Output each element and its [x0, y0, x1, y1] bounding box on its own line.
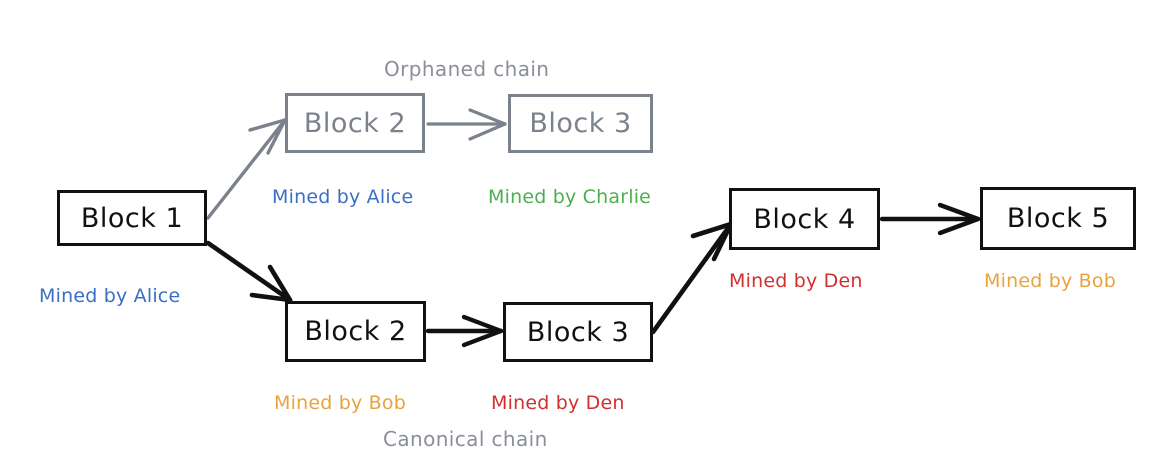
edge-canonical-block2-to-canonical-block3 [425, 314, 504, 348]
miner-label-orphaned-block-3: Mined by Charlie [488, 186, 652, 208]
block-node-label: Block 3 [529, 108, 632, 139]
miner-label-canonical-block-2: Mined by Bob [274, 392, 406, 414]
miner-label-block-5: Mined by Bob [984, 270, 1116, 292]
miner-label-block-1: Mined by Alice [39, 285, 181, 307]
canonical-chain-title: Canonical chain [383, 427, 548, 451]
edge-block1-to-orphaned-block2 [206, 118, 287, 220]
block-node-label: Block 2 [303, 107, 407, 139]
edge-block1-to-canonical-block2 [205, 240, 293, 303]
edge-orphaned-block2-to-orphaned-block3 [426, 108, 507, 141]
block-node-block-5[interactable]: Block 5 [980, 187, 1136, 250]
miner-label-orphaned-block-2: Mined by Alice [272, 186, 414, 208]
block-node-orphaned-block-3[interactable]: Block 3 [508, 94, 653, 153]
miner-label-canonical-block-3: Mined by Den [491, 392, 625, 414]
block-node-canonical-block-2[interactable]: Block 2 [285, 301, 426, 362]
edge-block4-to-block5 [879, 202, 981, 236]
block-node-block-4[interactable]: Block 4 [729, 188, 880, 250]
block-node-label: Block 2 [304, 316, 407, 347]
block-node-canonical-block-3[interactable]: Block 3 [503, 302, 653, 362]
edge-canonical-block3-to-block4 [650, 221, 734, 335]
block-node-orphaned-block-2[interactable]: Block 2 [285, 93, 425, 153]
block-node-label: Block 5 [1006, 203, 1110, 234]
block-node-label: Block 3 [526, 316, 630, 348]
block-node-block-1[interactable]: Block 1 [57, 190, 207, 246]
orphaned-chain-title: Orphaned chain [384, 57, 550, 81]
block-node-label: Block 4 [753, 203, 856, 235]
miner-label-block-4: Mined by Den [729, 270, 863, 292]
block-node-label: Block 1 [80, 202, 184, 234]
